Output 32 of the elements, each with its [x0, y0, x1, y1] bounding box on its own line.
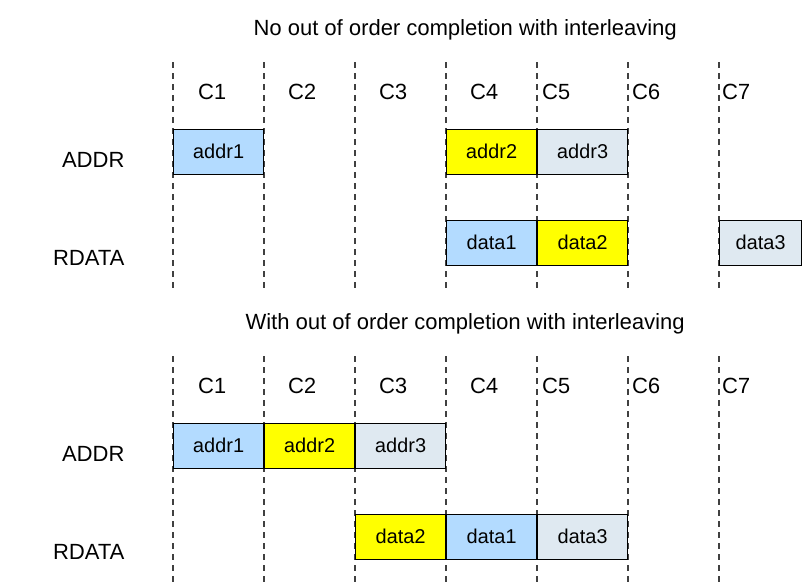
data-beat: data2: [355, 514, 446, 560]
cycle-label: C5: [542, 373, 570, 399]
address-beat: addr1: [173, 129, 264, 175]
cycle-label: C4: [470, 373, 498, 399]
signal-name: ADDR: [62, 441, 124, 467]
cycle-label: C4: [470, 79, 498, 105]
data-beat: data1: [446, 220, 537, 266]
cycle-label: C7: [722, 373, 750, 399]
data-beat: data1: [446, 514, 537, 560]
cycle-label: C2: [288, 79, 316, 105]
cycle-label: C1: [198, 79, 226, 105]
cycle-label: C3: [379, 373, 408, 399]
signal-name: RDATA: [53, 245, 124, 271]
cycle-label: C6: [632, 373, 660, 399]
cycle-label: C2: [288, 373, 316, 399]
section-heading: No out of order completion with interleaving: [254, 15, 677, 41]
data-beat: data2: [537, 220, 628, 266]
data-beat: data3: [537, 514, 628, 560]
data-beat: data3: [719, 220, 802, 266]
address-beat: addr1: [173, 423, 264, 469]
cycle-label: C7: [722, 79, 750, 105]
cycle-label: C3: [379, 79, 408, 105]
signal-name: ADDR: [62, 147, 124, 173]
section-heading: With out of order completion with interleaving: [246, 309, 684, 335]
cycle-label: C1: [198, 373, 226, 399]
address-beat: addr3: [355, 423, 446, 469]
address-beat: addr3: [537, 129, 628, 175]
address-beat: addr2: [446, 129, 537, 175]
cycle-label: C5: [542, 79, 570, 105]
address-beat: addr2: [264, 423, 355, 469]
cycle-label: C6: [632, 79, 660, 105]
signal-name: RDATA: [53, 539, 124, 565]
